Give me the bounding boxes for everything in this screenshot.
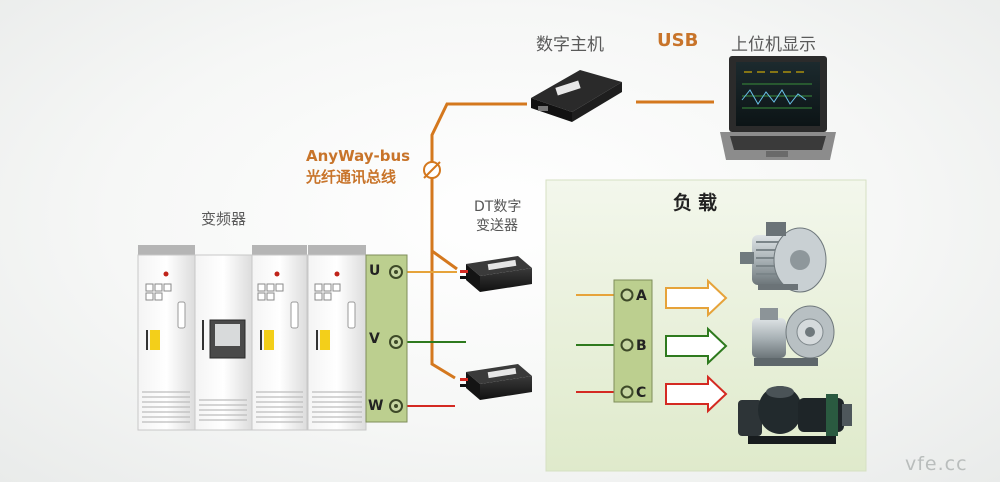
dt-transmitter-2 bbox=[460, 364, 532, 400]
usb-label: USB bbox=[657, 30, 699, 51]
motor-load bbox=[740, 222, 827, 293]
bus-desc-label: 光纤通讯总线 bbox=[306, 168, 397, 186]
laptop-display bbox=[720, 56, 836, 160]
host-display-label: 上位机显示 bbox=[731, 35, 816, 55]
terminal-v-label: V bbox=[369, 331, 380, 347]
terminal-c-label: C bbox=[636, 385, 647, 401]
bus-name-label: AnyWay-bus bbox=[306, 147, 411, 165]
load-label: 负载 bbox=[673, 192, 724, 214]
terminal-a-label: A bbox=[636, 288, 647, 304]
terminal-b-label: B bbox=[636, 338, 647, 354]
digital-host-label: 数字主机 bbox=[536, 35, 604, 55]
vfd-label: 变频器 bbox=[201, 210, 247, 228]
load-terminal-block bbox=[613, 279, 653, 403]
dt-label-line2: 变送器 bbox=[476, 218, 518, 234]
pump-load bbox=[738, 386, 852, 444]
terminal-w-label: W bbox=[368, 398, 384, 414]
phase-arrows bbox=[665, 278, 728, 414]
dt-transmitter-1 bbox=[460, 256, 532, 292]
blower-load bbox=[752, 305, 835, 366]
dt-label-line1: DT数字 bbox=[474, 199, 522, 215]
terminal-u-label: U bbox=[369, 263, 381, 279]
digital-host-device bbox=[531, 70, 622, 122]
inverter-terminal-block bbox=[365, 254, 408, 423]
watermark: vfe.cc bbox=[905, 453, 968, 475]
fiber-bus bbox=[423, 100, 714, 380]
vfd-cabinets bbox=[137, 245, 367, 431]
